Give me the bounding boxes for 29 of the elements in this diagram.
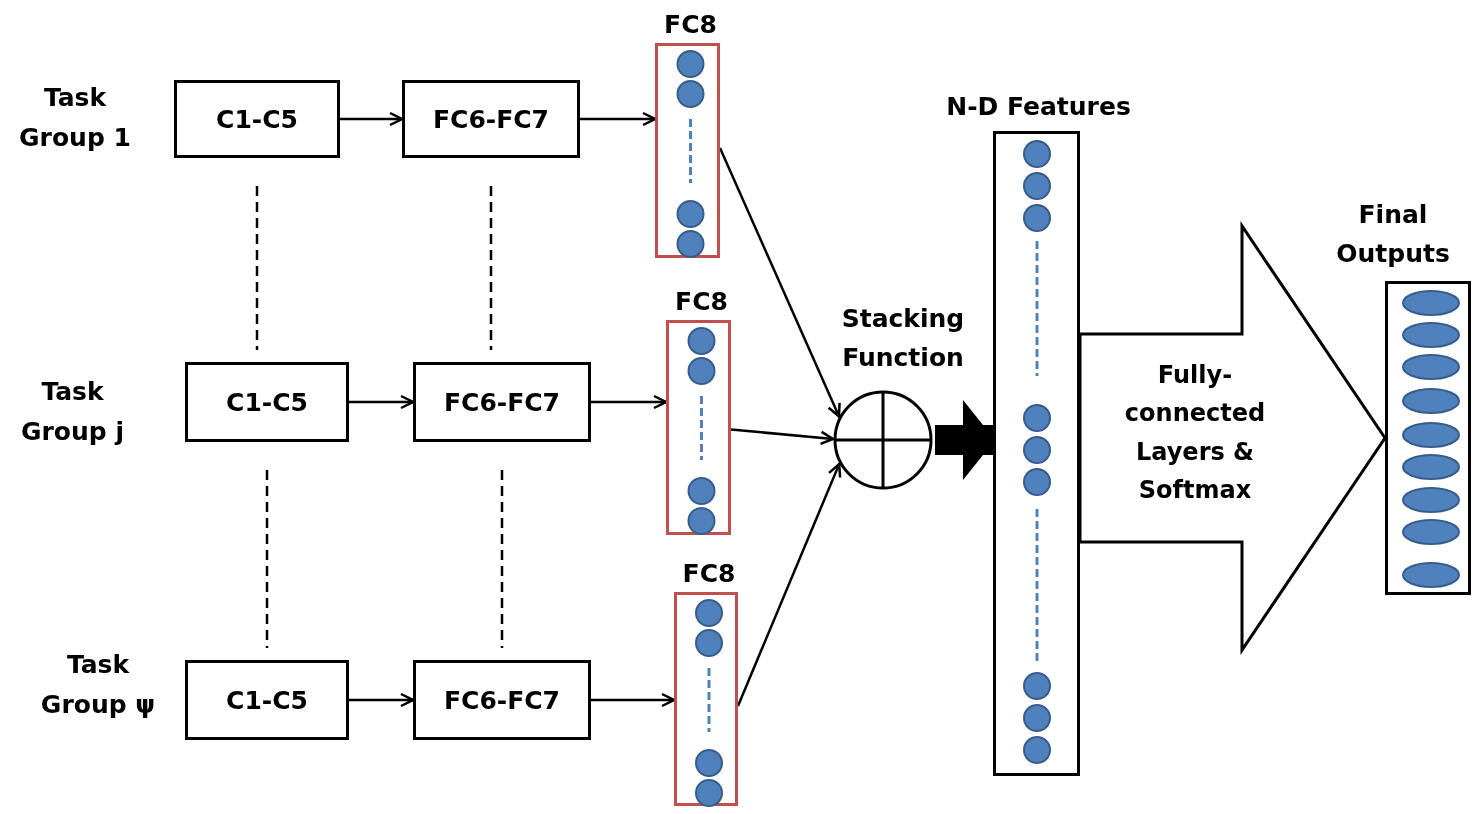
layer-box: C1-C5 — [174, 80, 340, 158]
arrow — [580, 111, 657, 127]
dashed-connector — [500, 470, 504, 648]
arrow — [718, 147, 841, 418]
layer-title: FC8 — [681, 558, 737, 590]
task-group-label: Task Group 1 — [18, 82, 132, 154]
arrow — [591, 692, 676, 708]
dashed-connector — [255, 186, 259, 350]
layer-box: FC6-FC7 — [413, 362, 591, 442]
layer-title: FC8 — [674, 286, 729, 318]
thick-arrow — [935, 400, 995, 480]
dashed-connector — [265, 470, 269, 648]
arrow — [736, 462, 842, 707]
arrow — [349, 394, 415, 410]
layer-title: FC8 — [663, 9, 718, 41]
layer-title: N-D Features — [945, 91, 1132, 123]
layer-box: FC6-FC7 — [413, 660, 591, 740]
dashed-connector — [489, 186, 493, 350]
layer-title: Final Outputs — [1335, 199, 1451, 270]
arrow — [340, 111, 404, 127]
layer-box: FC6-FC7 — [402, 80, 580, 158]
layer-title: Stacking Function — [840, 303, 966, 374]
layer-box: C1-C5 — [185, 362, 349, 442]
layer-box: C1-C5 — [185, 660, 349, 740]
arrow — [730, 428, 835, 446]
task-group-label: Task Group ψ — [39, 649, 157, 721]
arrow — [349, 692, 415, 708]
arrow — [591, 394, 668, 410]
task-group-label: Task Group j — [20, 376, 125, 448]
